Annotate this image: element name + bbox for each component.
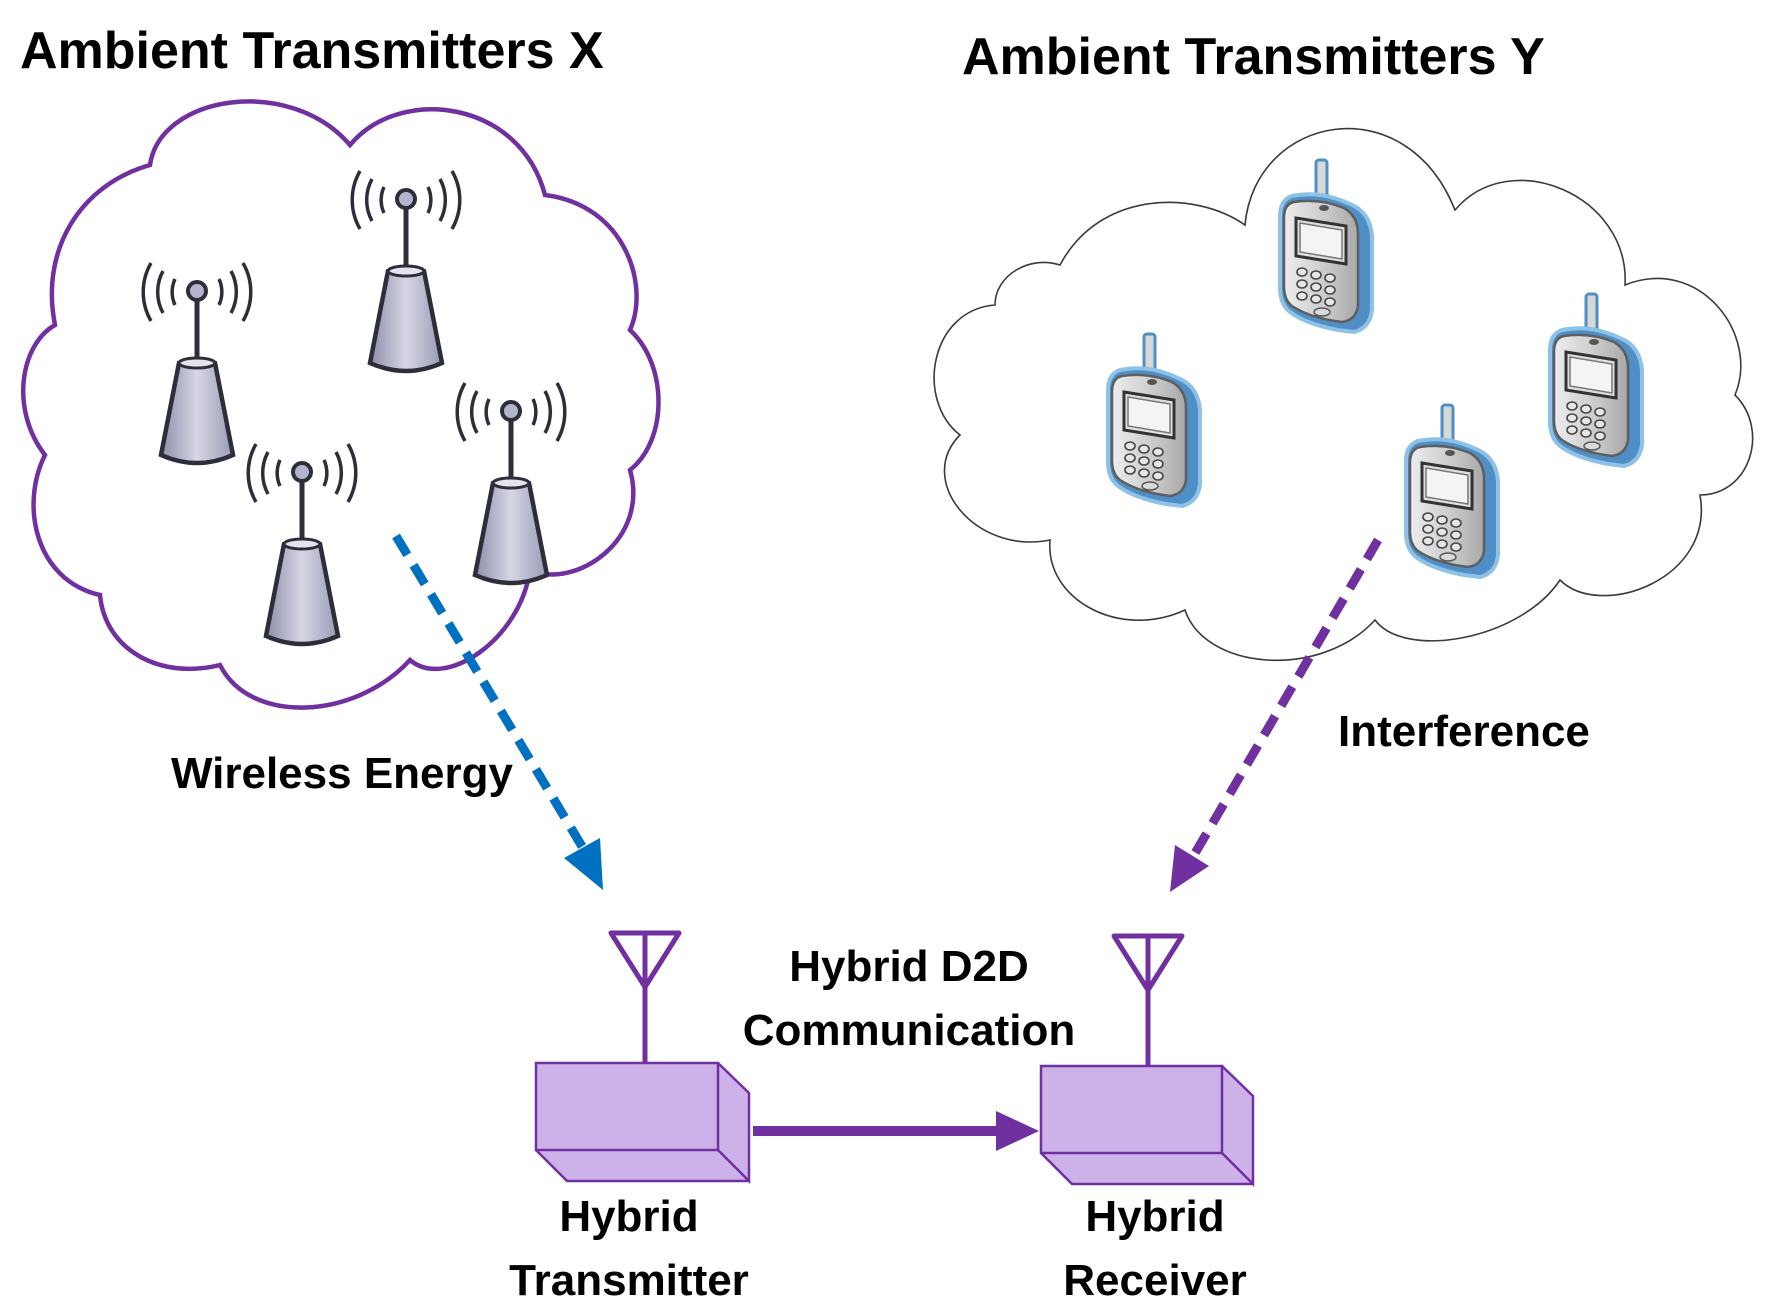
- d2d-label-line1: Hybrid D2D: [789, 942, 1029, 991]
- group-y-title: Ambient Transmitters Y: [962, 28, 1545, 86]
- transmitter-label-line2: Transmitter: [509, 1256, 749, 1305]
- antenna-icon: [611, 933, 679, 1063]
- hybrid-transmitter-device: [534, 1061, 751, 1185]
- hybrid-receiver-device: [1039, 1064, 1255, 1188]
- antenna-icon: [1114, 936, 1182, 1066]
- interference-arrow: [1170, 537, 1382, 892]
- receiver-label-line2: Receiver: [1063, 1256, 1246, 1305]
- interference-label: Interference: [1338, 707, 1590, 756]
- d2d-link-arrow: [753, 1111, 1039, 1151]
- cloud-y: [933, 127, 1754, 662]
- group-x-title: Ambient Transmitters X: [20, 22, 604, 80]
- wireless-energy-arrow: [392, 533, 603, 890]
- transmitter-label-line1: Hybrid: [559, 1192, 698, 1241]
- d2d-label-line2: Communication: [743, 1006, 1075, 1055]
- receiver-label-line1: Hybrid: [1085, 1192, 1224, 1241]
- wireless-energy-label: Wireless Energy: [171, 749, 514, 798]
